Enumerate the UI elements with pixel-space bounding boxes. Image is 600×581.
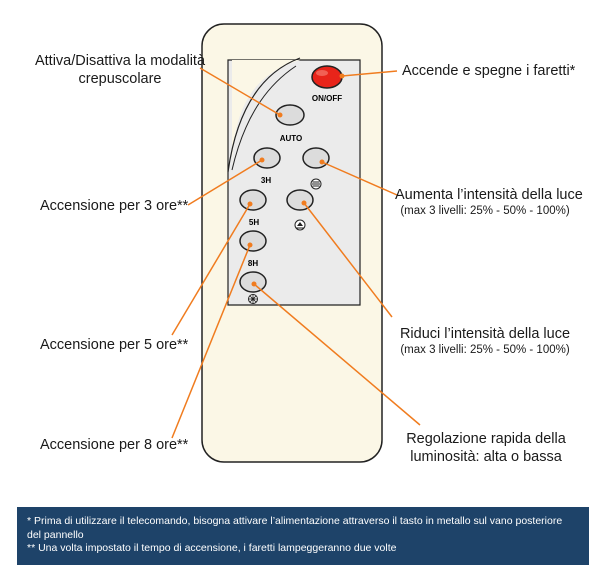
8h-button[interactable] bbox=[239, 230, 267, 252]
remote-swoosh bbox=[232, 60, 300, 172]
leader-bright bbox=[253, 283, 421, 426]
leader-auto bbox=[199, 67, 281, 116]
callout-up-main: Aumenta l’intensità della luce bbox=[395, 187, 583, 203]
leader-down bbox=[303, 202, 393, 318]
callout-down: Riduci l’intensità della luce (max 3 liv… bbox=[395, 325, 575, 358]
leader-dots bbox=[247, 73, 345, 287]
callout-bright-line1: Regolazione rapida della bbox=[406, 431, 566, 447]
callout-up: Aumenta l’intensità della luce (max 3 li… bbox=[395, 186, 583, 219]
3h-button[interactable] bbox=[253, 147, 281, 169]
onoff-label: ON/OFF bbox=[312, 94, 342, 103]
callout-bright: Regolazione rapida della luminosità: alt… bbox=[396, 430, 576, 466]
leader-onoff bbox=[341, 70, 398, 77]
remote-diagram: ON/OFF AUTO 3H 5H 8H bbox=[171, 23, 421, 463]
3h-label: 3H bbox=[261, 176, 271, 185]
callout-auto-line1: Attiva/Disattiva la modalità bbox=[34, 53, 206, 69]
brightness-up-button[interactable] bbox=[302, 147, 330, 169]
callout-auto: Attiva/Disattiva la modalità crepuscolar… bbox=[20, 52, 220, 88]
brightness-down-button[interactable] bbox=[286, 189, 314, 211]
brightness-toggle-icon bbox=[248, 294, 258, 304]
callout-3h: Accensione per 3 ore** bbox=[40, 198, 189, 214]
callout-onoff: Accende e spegne i faretti* bbox=[402, 63, 576, 79]
5h-button[interactable] bbox=[239, 189, 267, 211]
callout-5h: Accensione per 5 ore** bbox=[40, 337, 189, 353]
leader-lines bbox=[171, 67, 421, 439]
footer-notes: * Prima di utilizzare il telecomando, bi… bbox=[17, 507, 589, 565]
auto-label: AUTO bbox=[280, 134, 303, 143]
callout-8h: Accensione per 8 ore** bbox=[40, 437, 189, 453]
brightness-down-icon bbox=[294, 219, 306, 231]
leader-5h bbox=[171, 203, 251, 336]
callout-down-main: Riduci l’intensità della luce bbox=[399, 326, 571, 342]
footer-note-1: * Prima di utilizzare il telecomando, bi… bbox=[27, 515, 563, 541]
brightness-up-icon bbox=[310, 178, 322, 190]
8h-label: 8H bbox=[248, 259, 258, 268]
leader-3h bbox=[187, 159, 263, 206]
callout-down-sub: (max 3 livelli: 25% - 50% - 100%) bbox=[400, 344, 570, 356]
callout-auto-line2: crepuscolare bbox=[78, 71, 162, 87]
leader-up bbox=[321, 161, 398, 196]
onoff-button[interactable] bbox=[311, 65, 343, 89]
footer-note-2: ** Una volta impostato il tempo di accen… bbox=[27, 542, 397, 554]
leader-8h bbox=[171, 244, 251, 439]
5h-label: 5H bbox=[249, 218, 259, 227]
auto-button[interactable] bbox=[275, 104, 305, 126]
callout-bright-line2: luminosità: alta o bassa bbox=[410, 449, 562, 465]
callout-up-sub: (max 3 livelli: 25% - 50% - 100%) bbox=[400, 205, 570, 217]
